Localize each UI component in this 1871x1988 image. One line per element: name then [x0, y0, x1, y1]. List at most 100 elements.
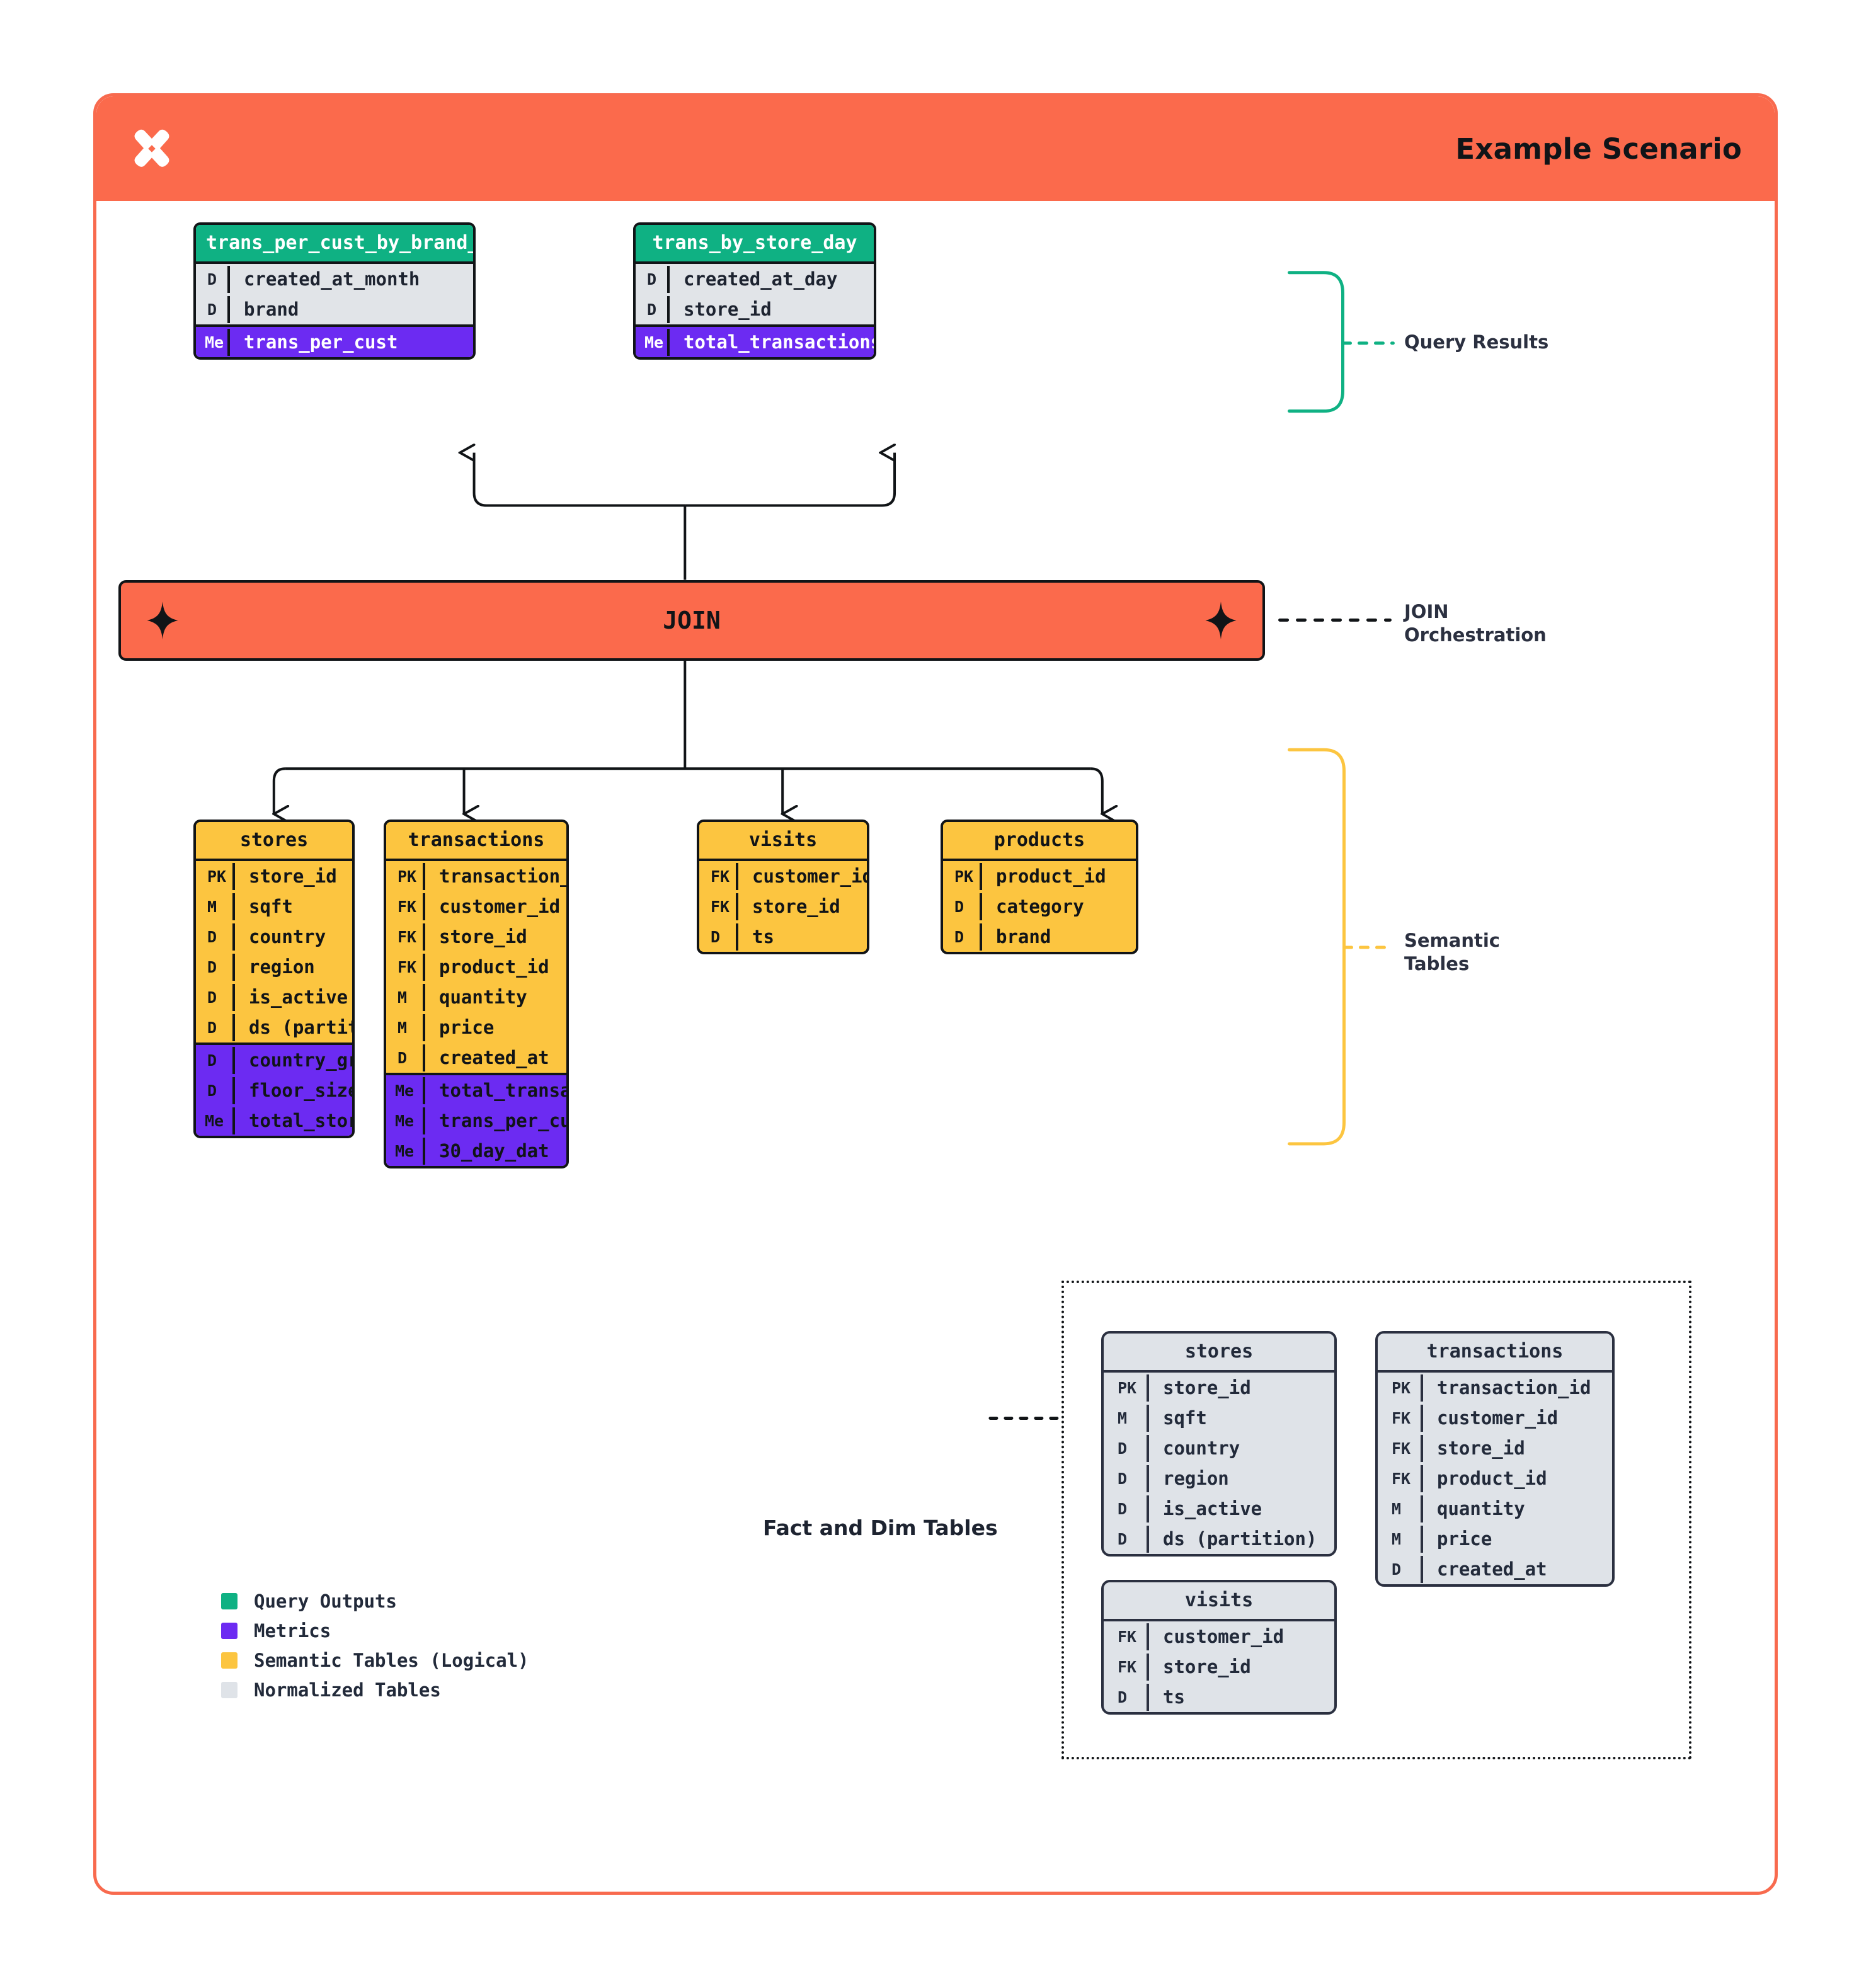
- join-orchestration-bar[interactable]: JOIN: [118, 580, 1265, 661]
- row-field: customer_id: [1163, 1626, 1285, 1647]
- row-field: floor_size: [249, 1080, 355, 1101]
- query-result-table[interactable]: trans_by_store_day D created_at_day D st…: [633, 222, 876, 360]
- legend-item: Normalized Tables: [221, 1679, 529, 1701]
- row-key: D: [1104, 1434, 1149, 1462]
- sparkle-icon: [1205, 602, 1237, 639]
- table-row: FK customer_id: [1104, 1621, 1334, 1652]
- legend-swatch-metrics: [221, 1623, 237, 1639]
- row-key: Me: [196, 328, 230, 356]
- row-field: quantity: [1437, 1498, 1525, 1519]
- row-field: customer_id: [752, 865, 869, 887]
- row-key: PK: [943, 862, 982, 890]
- row-field: brand: [996, 926, 1051, 947]
- fact-and-dim-container: [1061, 1281, 1691, 1759]
- row-key: D: [699, 923, 738, 951]
- table-title: visits: [699, 822, 867, 859]
- dimension-rows: D created_at_day D store_id: [636, 261, 874, 324]
- metric-rows: Me trans_per_cust: [196, 324, 473, 357]
- row-field: country: [1163, 1437, 1240, 1459]
- annotation-label-line2: Orchestration: [1404, 624, 1547, 646]
- row-field: country: [249, 926, 326, 947]
- query-result-table[interactable]: trans_per_cust_by_brand_month D created_…: [193, 222, 476, 360]
- row-key: FK: [386, 893, 425, 920]
- table-row: D created_at_day: [636, 264, 874, 294]
- legend-item: Semantic Tables (Logical): [221, 1650, 529, 1671]
- table-row: Dds (partition): [196, 1012, 352, 1043]
- row-key: D: [636, 265, 670, 293]
- annotation-semantic-tables: Semantic Tables: [1404, 929, 1500, 976]
- row-field: category: [996, 896, 1084, 917]
- card-header: Example Scenario: [96, 96, 1775, 201]
- row-field: total_transactions: [684, 331, 876, 353]
- row-field: brand: [244, 299, 299, 320]
- row-field: trans_per_cust: [244, 331, 398, 353]
- row-key: D: [943, 893, 982, 920]
- legend-label: Query Outputs: [254, 1591, 397, 1612]
- page-title: Example Scenario: [1455, 132, 1742, 166]
- row-key: FK: [1104, 1653, 1149, 1681]
- row-field: transaction_id: [439, 865, 566, 887]
- row-key: PK: [1378, 1374, 1423, 1402]
- table-title: transactions: [386, 822, 566, 859]
- row-field: created_at_day: [684, 268, 838, 290]
- table-row: FK store_id: [1104, 1652, 1334, 1682]
- annotation-join-orchestration: JOIN Orchestration: [1404, 600, 1547, 647]
- legend-swatch-query-outputs: [221, 1593, 237, 1609]
- row-key: D: [196, 1046, 235, 1074]
- row-key: FK: [699, 893, 738, 920]
- row-key: D: [636, 295, 670, 323]
- row-field: store_id: [1163, 1656, 1251, 1677]
- row-key: M: [196, 893, 235, 920]
- row-key: D: [1104, 1525, 1149, 1553]
- row-field: region: [1163, 1468, 1229, 1489]
- row-field: product_id: [996, 865, 1106, 887]
- row-key: D: [1104, 1465, 1149, 1492]
- row-key: D: [196, 1077, 235, 1104]
- row-field: store_id: [1163, 1377, 1251, 1398]
- row-key: D: [1378, 1555, 1423, 1583]
- table-title: transactions: [1378, 1334, 1612, 1370]
- metric-rows: Me total_transactions: [636, 324, 874, 357]
- row-field: price: [1437, 1528, 1492, 1550]
- table-row: Me trans_per_cust: [196, 327, 473, 357]
- row-key: D: [1104, 1683, 1149, 1711]
- row-field: quantity: [439, 986, 527, 1008]
- legend: Query Outputs Metrics Semantic Tables (L…: [221, 1591, 529, 1709]
- row-field: store_id: [439, 926, 527, 947]
- row-key: FK: [1104, 1623, 1149, 1650]
- row-field: sqft: [1163, 1407, 1207, 1429]
- row-field: region: [249, 956, 315, 978]
- row-field: is_active: [1163, 1498, 1262, 1519]
